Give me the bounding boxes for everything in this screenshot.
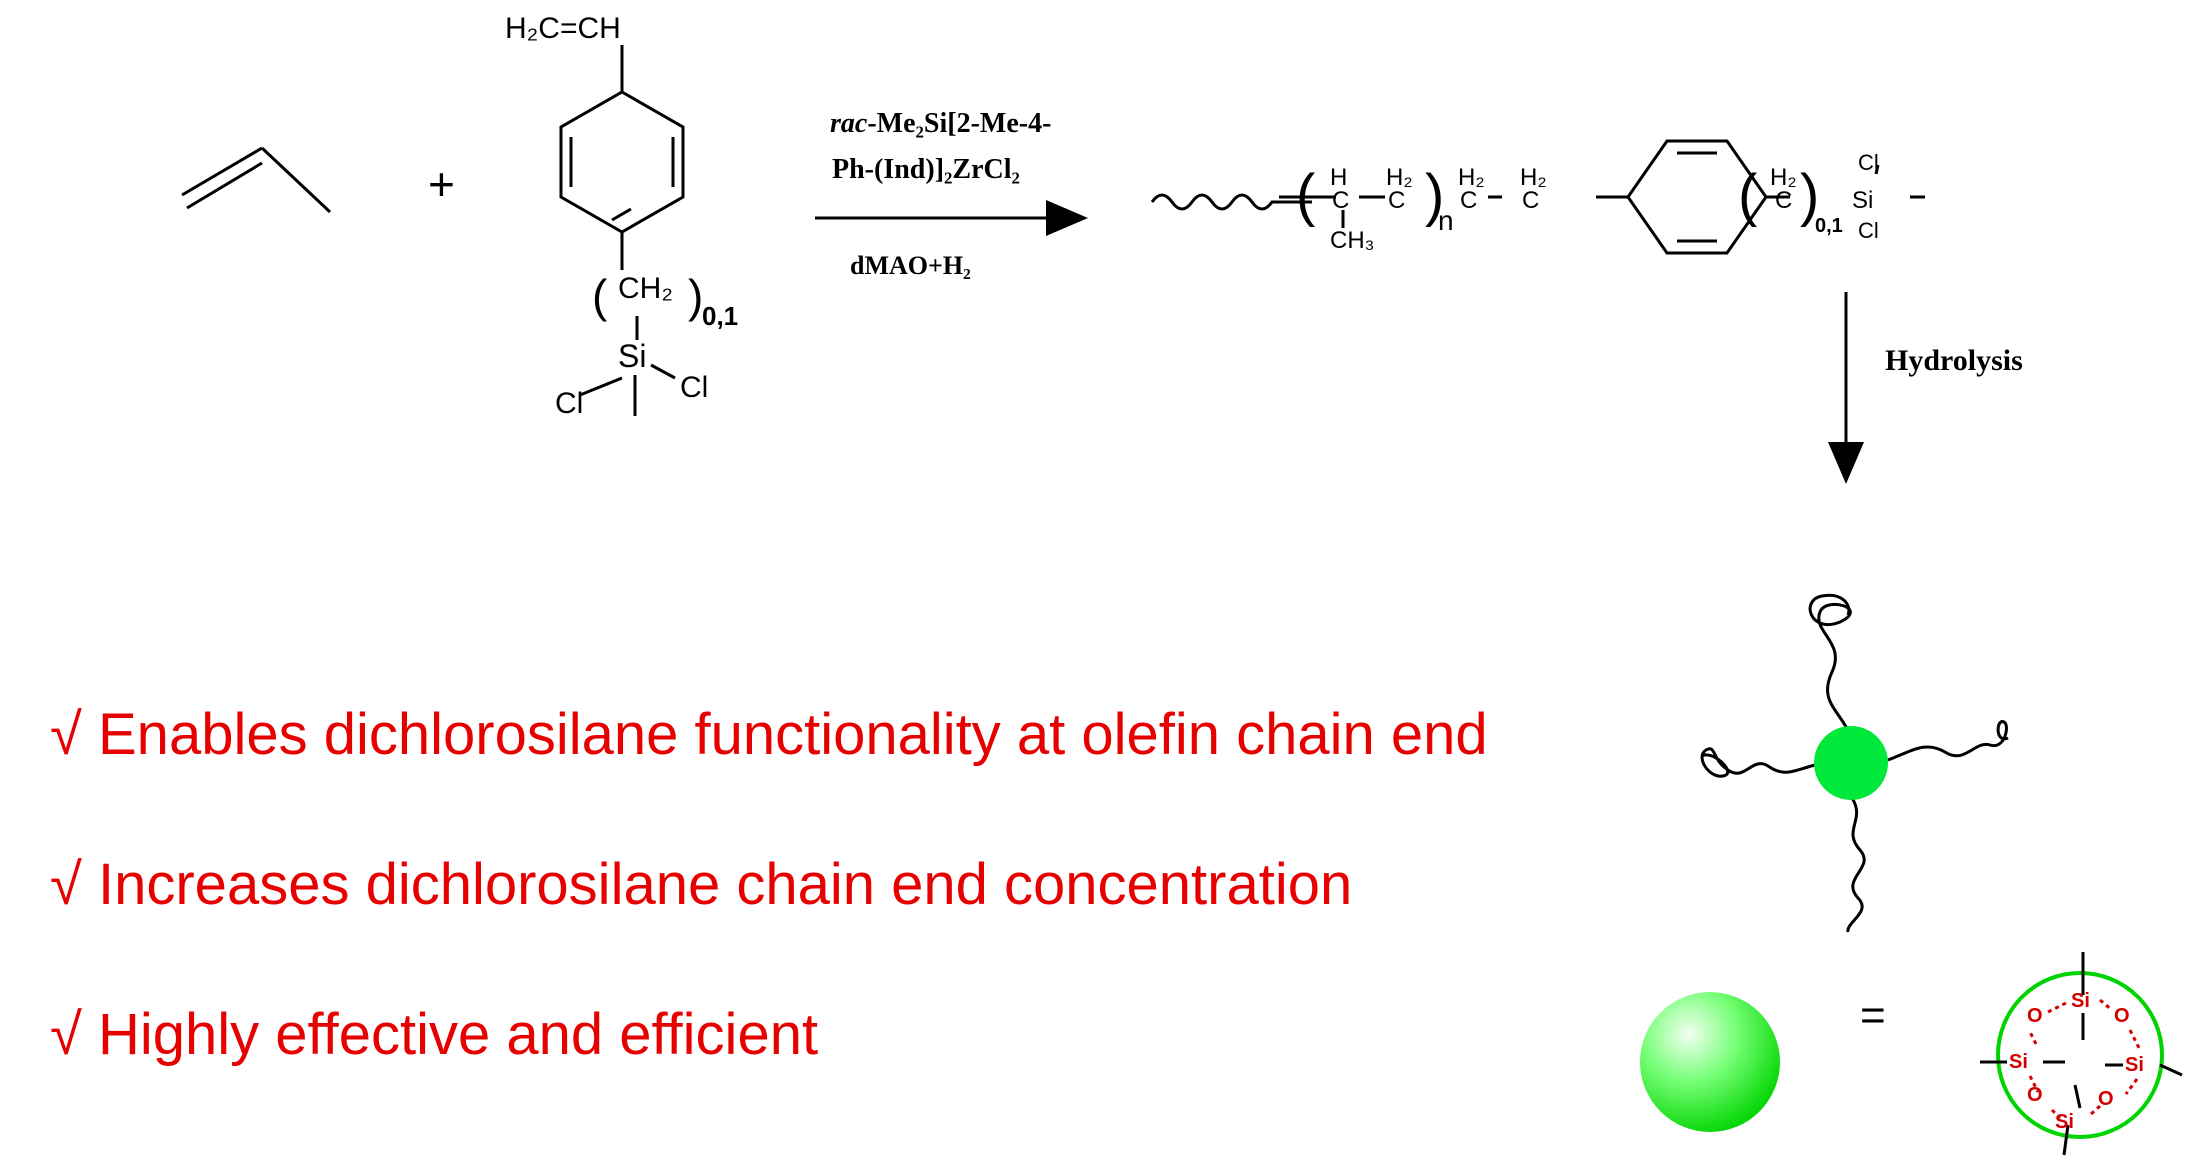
benefits-list: √Enables dichlorosilane functionality at…	[50, 700, 1488, 1150]
styryl-silane-monomer: H₂C=CH ( CH₂ ) 0,1 Si Cl Cl	[505, 12, 738, 420]
h2-label-4: H₂	[1770, 164, 1797, 191]
vinyl-group-label: H₂C=CH	[505, 12, 621, 45]
ring-o-top-left: O	[2027, 1005, 2043, 1027]
h2-label-1: H₂	[1386, 164, 1413, 191]
repeat-subscript: 0,1	[702, 301, 738, 331]
green-sphere	[1640, 992, 1780, 1132]
poly-paren-open: (	[1296, 163, 1315, 228]
check-icon: √	[50, 702, 82, 767]
ring-si-bottom: Si	[2055, 1111, 2074, 1133]
ring-si-left: Si	[2009, 1051, 2028, 1073]
n-subscript: n	[1438, 205, 1454, 236]
green-core	[1814, 726, 1888, 800]
ring-o-top-right: O	[2114, 1005, 2130, 1027]
benefit-item: √Increases dichlorosilane chain end conc…	[50, 850, 1488, 1000]
benefit-text: Increases dichlorosilane chain end conce…	[98, 852, 1353, 917]
product-cl-bottom: Cl	[1858, 218, 1879, 243]
catalyst-line-1: rac-Me₂Si[2-Me-4-	[830, 108, 1051, 139]
ring-si-right: Si	[2125, 1054, 2144, 1076]
benefit-item: √Highly effective and efficient	[50, 1000, 1488, 1150]
cl-label-right: Cl	[680, 371, 708, 404]
h-label: H	[1330, 164, 1347, 191]
cl-label-left: Cl	[555, 387, 583, 420]
ring-o-bottom-right: O	[2098, 1088, 2114, 1110]
catalyst-line-2: Ph-(Ind)]₂ZrCl₂	[832, 154, 1020, 185]
end-paren-open: (	[1738, 163, 1757, 228]
star-polymer	[1700, 593, 2009, 933]
hydrolysis-label: Hydrolysis	[1885, 344, 2023, 377]
equals-sign: =	[1860, 991, 1886, 1040]
siloxane-ring: Si Si Si Si O O O O	[1980, 952, 2183, 1156]
ring-o-bottom-left: O	[2027, 1084, 2043, 1106]
ch2-label: CH₂	[618, 272, 673, 305]
poly-paren-close: )	[1425, 163, 1444, 228]
benefit-item: √Enables dichlorosilane functionality at…	[50, 700, 1488, 850]
check-icon: √	[50, 1002, 82, 1067]
c-label-1: C	[1332, 187, 1349, 214]
plus-sign: +	[428, 158, 455, 210]
end-subscript: 0,1	[1815, 215, 1843, 237]
end-paren-close: )	[1800, 163, 1819, 228]
h2-label-2: H₂	[1458, 164, 1485, 191]
cocatalyst-label: dMAO+H₂	[850, 251, 971, 280]
product-si-label: Si	[1852, 187, 1873, 214]
c-label-3: C	[1460, 187, 1477, 214]
benefit-text: Enables dichlorosilane functionality at …	[98, 702, 1488, 767]
c-label-5: C	[1775, 187, 1792, 214]
ch3-label: CH₃	[1330, 227, 1374, 254]
c-label-2: C	[1388, 187, 1405, 214]
propylene-structure	[181, 146, 332, 214]
ring-si-top: Si	[2071, 990, 2090, 1012]
product-polymer: ( H C CH₃ H₂ C ) n H₂ C H₂ C ( H₂ C ) 0,…	[1150, 139, 1925, 255]
c-label-4: C	[1522, 187, 1539, 214]
close-paren: )	[688, 270, 703, 322]
check-icon: √	[50, 852, 82, 917]
h2-label-3: H₂	[1520, 164, 1547, 191]
siloxane-circle	[1996, 971, 2164, 1139]
product-cl-top: Cl	[1858, 150, 1879, 175]
sphere-legend: =	[1640, 991, 1886, 1132]
open-paren: (	[592, 270, 608, 322]
si-label: Si	[618, 338, 646, 374]
benefit-text: Highly effective and efficient	[98, 1002, 819, 1067]
